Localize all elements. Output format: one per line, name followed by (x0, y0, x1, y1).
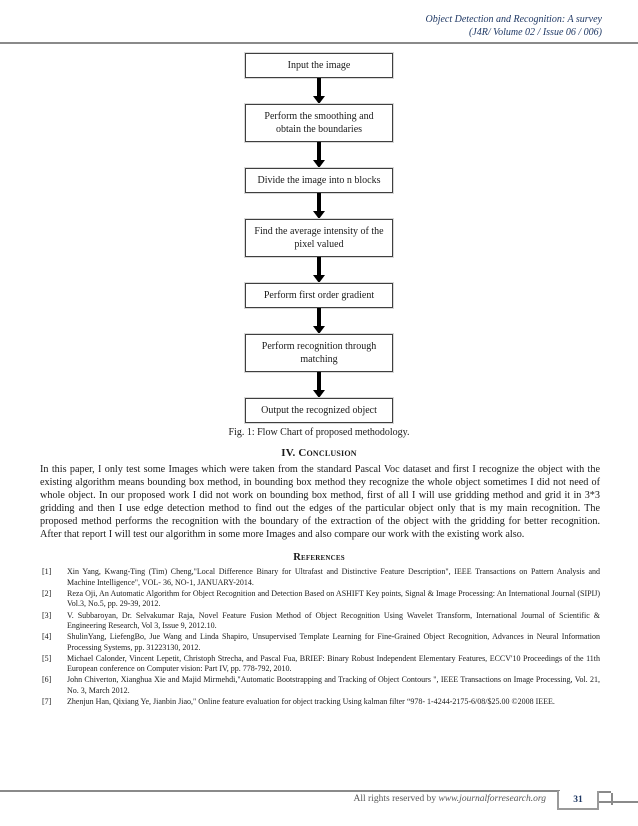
reference-number: [7] (42, 697, 52, 706)
footer-rights-label: All rights reserved by (353, 794, 439, 804)
figure-caption: Fig. 1: Flow Chart of proposed methodolo… (228, 427, 410, 438)
reference-item: [2] Reza Oji, An Automatic Algorithm for… (42, 589, 600, 610)
flow-arrow-down-icon (313, 142, 325, 168)
footer-copyright: All rights reserved by www.journalforres… (354, 794, 546, 804)
conclusion-heading-number: IV. (281, 447, 296, 459)
reference-text: Xin Yang, Kwang-Ting (Tim) Cheng,"Local … (67, 567, 600, 587)
footer-rule (0, 790, 560, 792)
flow-arrow-down-icon (313, 257, 325, 283)
page-number-badge: 31 (557, 791, 599, 810)
footer-corner-step (599, 791, 638, 805)
reference-number: [4] (42, 632, 52, 642)
flow-box-average-intensity: Find the average intensity of the pixel … (244, 218, 394, 258)
footer-site-link[interactable]: www.journalforresearch.org (438, 794, 547, 804)
flow-box-smoothing: Perform the smoothing and obtain the bou… (244, 103, 394, 143)
flow-arrow-down-icon (313, 372, 325, 398)
flow-box-recognition-matching: Perform recognition through matching (244, 333, 394, 373)
reference-item: [5] Michael Calonder, Vincent Lepetit, C… (42, 654, 600, 675)
reference-text: Reza Oji, An Automatic Algorithm for Obj… (67, 589, 600, 609)
flow-box-first-order-gradient: Perform first order gradient (244, 282, 394, 309)
reference-item: [1] Xin Yang, Kwang-Ting (Tim) Cheng,"Lo… (42, 567, 600, 588)
reference-text: Michael Calonder, Vincent Lepetit, Chris… (67, 653, 600, 674)
references-heading: References (293, 552, 345, 564)
running-header: Object Detection and Recognition: A surv… (425, 14, 602, 39)
reference-text: ShulinYang, LiefengBo, Jue Wang and Lind… (67, 632, 600, 652)
reference-text: John Chiverton, Xianghua Xie and Majid M… (67, 675, 600, 695)
reference-number: [3] (42, 610, 52, 620)
reference-item: [4] ShulinYang, LiefengBo, Jue Wang and … (42, 632, 600, 653)
reference-item: [3] V. Subbaroyan, Dr. Selvakumar Raja, … (42, 611, 600, 632)
flow-box-input-image: Input the image (244, 52, 394, 79)
flow-arrow-down-icon (313, 308, 325, 334)
header-issue-info: (J4R/ Volume 02 / Issue 06 / 006) (468, 26, 602, 38)
flow-box-divide-blocks: Divide the image into n blocks (244, 167, 394, 194)
reference-number: [5] (42, 653, 52, 663)
reference-item: [6] John Chiverton, Xianghua Xie and Maj… (42, 675, 600, 696)
reference-number: [6] (42, 675, 52, 685)
page-content: Input the image Perform the smoothing an… (0, 52, 638, 707)
flow-arrow-down-icon (313, 78, 325, 104)
header-rule (0, 42, 638, 44)
conclusion-heading: IV. Conclusion (0, 447, 638, 459)
reference-item: [7] Zhenjun Han, Qixiang Ye, Jianbin Jia… (42, 697, 600, 707)
conclusion-heading-word: Conclusion (298, 447, 357, 459)
reference-number: [1] (42, 567, 52, 577)
reference-text: Zhenjun Han, Qixiang Ye, Jianbin Jiao," … (67, 697, 555, 706)
flow-arrow-down-icon (313, 193, 325, 219)
reference-text: V. Subbaroyan, Dr. Selvakumar Raja, Nove… (67, 610, 600, 630)
header-journal-title: Object Detection and Recognition: A surv… (425, 14, 602, 25)
reference-list: [1] Xin Yang, Kwang-Ting (Tim) Cheng,"Lo… (42, 567, 600, 707)
flow-box-output-object: Output the recognized object (244, 397, 394, 424)
flowchart-figure: Input the image Perform the smoothing an… (0, 52, 638, 424)
conclusion-paragraph: In this paper, I only test some Images w… (40, 464, 600, 540)
reference-number: [2] (42, 589, 52, 599)
